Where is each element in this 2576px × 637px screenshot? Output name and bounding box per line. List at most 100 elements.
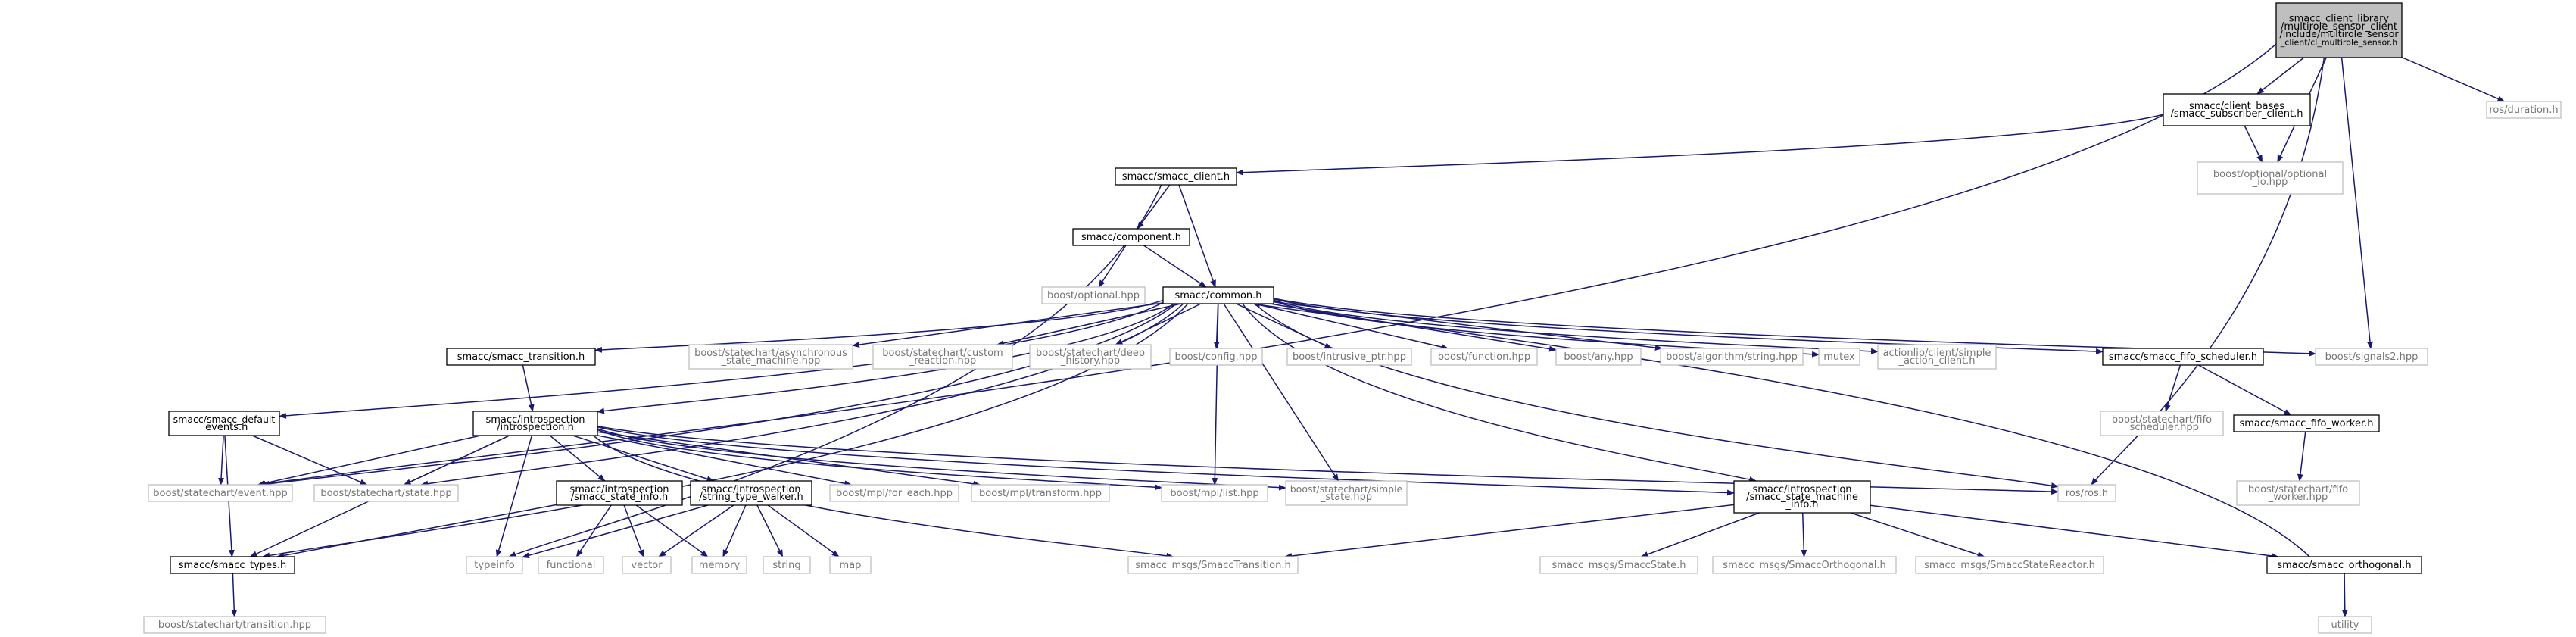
node-label-line: _worker.hpp: [2268, 492, 2328, 503]
node-box: [148, 484, 293, 502]
node-default-events[interactable]: smacc/smacc_default_events.h: [168, 411, 280, 436]
node-box: [2163, 93, 2311, 126]
edge-fifo_scheduler-to-sc_fifo_scheduler: [2165, 364, 2181, 412]
edge-component-to-boost_optional: [1098, 245, 1127, 288]
node-box: [1660, 348, 1804, 366]
node-box: [168, 411, 280, 436]
node-label-line: smacc_msgs/SmaccStateReactor.h: [1924, 560, 2095, 571]
edge-common-to-simple_state: [1223, 303, 1339, 482]
node-label-line: boost/optional/optional: [2213, 169, 2327, 180]
node-fifo-worker[interactable]: smacc/smacc_fifo_worker.h: [2233, 414, 2380, 432]
edge-introspection-to-state_info: [549, 435, 606, 482]
node-box: [472, 411, 598, 436]
node-label-line: boost/statechart/asynchronous: [694, 348, 847, 359]
edge-common-to-introspection: [597, 303, 1174, 414]
node-label-line: boost/statechart/fifo: [2112, 414, 2212, 426]
node-box: [622, 556, 672, 574]
node-label-line: /include/multirole_sensor: [2279, 28, 2399, 39]
edge-common-to-fifo_scheduler: [1273, 298, 2104, 354]
node-label-line: smacc/smacc_transition.h: [457, 351, 585, 363]
node-box: [538, 556, 604, 574]
node-label-line: boost/config.hpp: [1174, 351, 1257, 363]
node-ros-h: ros/ros.h: [2057, 484, 2116, 502]
node-box: [829, 484, 959, 502]
node-label-line: string: [772, 560, 800, 571]
node-state-info[interactable]: smacc/introspection/smacc_state_info.h: [556, 480, 683, 506]
node-label-line: _state_machine.hpp: [721, 355, 821, 367]
node-label-line: _state.hpp: [1320, 492, 1372, 503]
edge-introspection-to-type_walker: [572, 435, 715, 482]
node-box: [1915, 556, 2104, 574]
edge-introspection-to-mpl_transform: [597, 431, 981, 487]
node-label-line: _client/cl_multirole_sensor.h: [2280, 37, 2397, 47]
edge-sm_info-to-msg_state: [1640, 512, 1760, 557]
node-types[interactable]: smacc/smacc_types.h: [170, 556, 295, 574]
node-label-line: functional: [547, 560, 596, 571]
node-box: [1041, 286, 1146, 304]
node-label-line: boost/mpl/list.hpp: [1170, 488, 1258, 499]
node-root[interactable]: smacc_client_library/multirole_sensor_cl…: [2275, 2, 2403, 58]
node-box: [1430, 348, 1538, 366]
edge-state_info-to-vector: [623, 504, 644, 557]
node-type-walker[interactable]: smacc/introspection/string_type_walker.h: [690, 480, 812, 506]
graph-edges: [218, 43, 2506, 617]
edge-introspection-to-for_each: [597, 435, 853, 487]
node-custom-reaction: boost/statechart/custom_reaction.hpp: [872, 344, 1013, 370]
node-box: [1286, 348, 1412, 366]
node-label-line: map: [840, 560, 862, 571]
node-label-line: _io.hpp: [2252, 176, 2288, 188]
node-component[interactable]: smacc/component.h: [1072, 228, 1190, 246]
node-label-line: utility: [2331, 620, 2359, 631]
node-deep-history: boost/statechart/deep_history.hpp: [1029, 344, 1152, 370]
node-intrusive: boost/intrusive_ptr.hpp: [1286, 348, 1412, 366]
node-label-line: smacc/component.h: [1081, 232, 1181, 243]
node-boost-optional: boost/optional.hpp: [1041, 286, 1146, 304]
edge-orthogonal-to-utility: [2341, 573, 2348, 617]
node-transition[interactable]: smacc/smacc_transition.h: [446, 348, 596, 366]
node-label-line: boost/signals2.hpp: [2325, 351, 2419, 363]
edge-introspection-to-msg_transition: [593, 435, 1174, 559]
node-box: [1818, 348, 1860, 366]
node-box: [313, 484, 459, 502]
node-function: boost/function.hpp: [1430, 348, 1538, 366]
edge-common-to-types: [262, 303, 1189, 559]
node-orthogonal[interactable]: smacc/smacc_orthogonal.h: [2266, 556, 2422, 574]
edge-sm_info-to-msg_orthogonal: [1801, 512, 1807, 557]
node-label-line: smacc/introspection: [569, 484, 669, 495]
node-fifo-scheduler[interactable]: smacc/smacc_fifo_scheduler.h: [2102, 348, 2264, 366]
node-label-line: boost/statechart/fifo: [2248, 484, 2348, 495]
edge-common-to-mpl_list: [1212, 303, 1219, 486]
node-label-line: smacc_client_library: [2289, 14, 2390, 25]
node-actionlib: actionlib/client/simple_action_client.h: [1877, 344, 1997, 370]
node-box: [1712, 556, 1897, 574]
node-label-line: smacc/introspection: [701, 484, 800, 495]
node-common[interactable]: smacc/common.h: [1162, 286, 1274, 304]
node-label-line: smacc/smacc_types.h: [179, 560, 286, 571]
node-box: [1539, 556, 1698, 574]
edge-introspection-to-ros_h: [597, 425, 2059, 495]
node-client[interactable]: smacc/smacc_client.h: [1115, 167, 1237, 186]
node-label-line: boost/mpl/transform.hpp: [979, 488, 1102, 499]
node-mpl-list: boost/mpl/list.hpp: [1161, 484, 1268, 502]
node-box: [2318, 616, 2372, 634]
node-box: [556, 480, 683, 506]
node-msg-orthogonal: smacc_msgs/SmaccOrthogonal.h: [1712, 556, 1897, 574]
node-box: [466, 556, 523, 574]
node-subscriber[interactable]: smacc/client_bases/smacc_subscriber_clie…: [2163, 93, 2311, 126]
node-sm-info[interactable]: smacc/introspection/smacc_state_machine_…: [1733, 480, 1871, 514]
node-config: boost/config.hpp: [1169, 348, 1263, 366]
edge-common-to-custom_reaction: [996, 303, 1181, 346]
edge-orthogonal-to-common: [1252, 301, 2310, 557]
node-introspection[interactable]: smacc/introspection/introspection.h: [472, 411, 598, 436]
edge-subscriber-to-optional_io: [2244, 125, 2263, 163]
node-typeinfo: typeinfo: [466, 556, 523, 574]
edge-client-to-typeinfo: [508, 184, 1162, 557]
node-box: [1169, 348, 1263, 366]
node-box: [2100, 411, 2224, 436]
edge-common-to-event: [261, 303, 1177, 487]
node-box: [2102, 348, 2264, 366]
node-box: [2197, 161, 2344, 195]
node-label-line: /smacc_state_info.h: [571, 492, 669, 503]
node-msg-transition: smacc_msgs/SmaccTransition.h: [1127, 556, 1299, 574]
